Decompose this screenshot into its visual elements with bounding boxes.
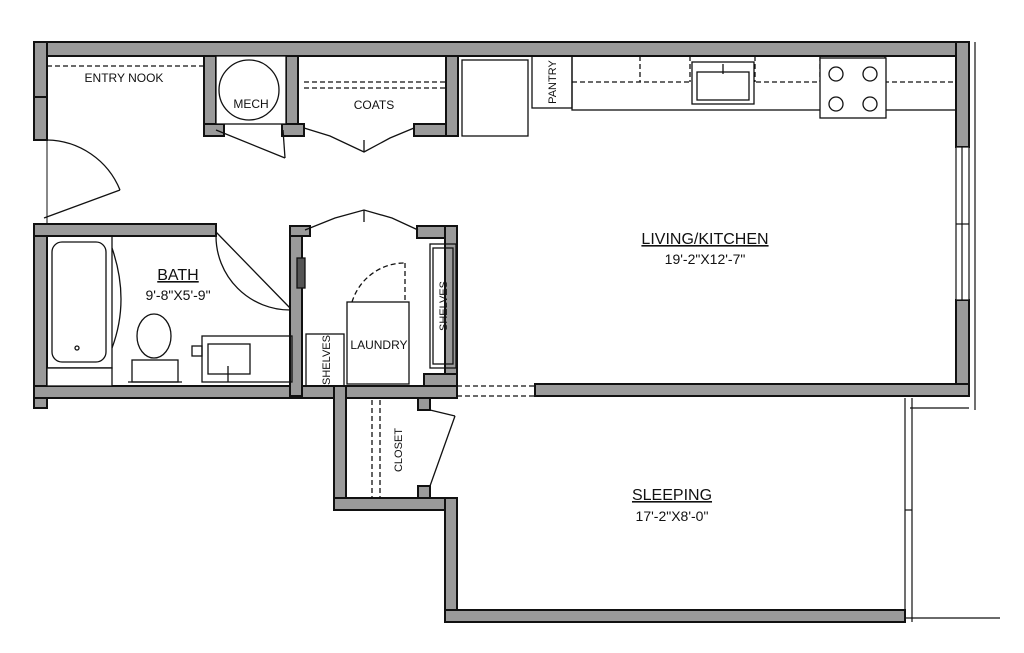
room-label-sleeping: SLEEPING	[632, 487, 712, 504]
room-label-shelves-right: SHELVES	[438, 281, 450, 331]
room-label-coats: COATS	[354, 98, 394, 112]
room-label-living-kitchen: LIVING/KITCHEN	[641, 231, 768, 248]
room-label-entry-nook: ENTRY NOOK	[85, 71, 164, 85]
room-label-pantry: PANTRY	[547, 60, 559, 104]
walls	[33, 41, 970, 623]
room-label-mech: MECH	[233, 97, 268, 111]
room-label-shelves-left: SHELVES	[321, 335, 333, 385]
room-dims-sleeping: 17'-2"X8'-0"	[636, 508, 709, 524]
fixtures	[46, 55, 957, 498]
labels: ENTRY NOOK MECH COATS PANTRY LIVING/KITC…	[85, 60, 769, 524]
room-label-closet: CLOSET	[393, 428, 405, 472]
room-dims-living-kitchen: 19'-2"X12'-7"	[665, 251, 746, 267]
doors	[43, 127, 456, 487]
room-label-laundry: LAUNDRY	[350, 338, 407, 352]
room-label-bath: BATH	[157, 267, 198, 284]
room-dims-bath: 9'-8"X5'-9"	[145, 287, 210, 303]
windows	[457, 42, 1000, 622]
